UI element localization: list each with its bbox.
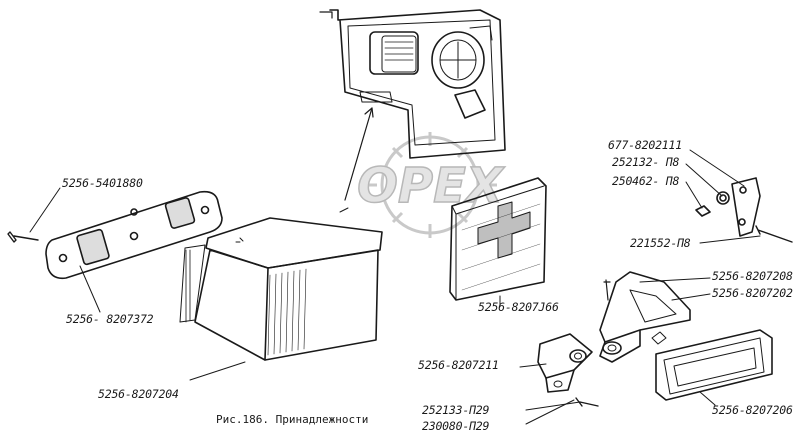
label-221552-p8: 221552-П8 (630, 236, 691, 250)
label-5256-5401880: 5256-5401880 (62, 176, 143, 190)
seal-frame-drawing (655, 329, 773, 401)
opex-watermark: OPEX (356, 132, 506, 238)
label-5256-8207204: 5256-8207204 (98, 387, 179, 401)
switch-plate-drawing (7, 190, 223, 280)
label-5256-8207372: 5256- 8207372 (66, 312, 154, 326)
label-677-8202111: 677-8202111 (608, 138, 682, 152)
watermark-text: OPEX (357, 158, 505, 214)
small-hinge-drawing (537, 333, 599, 407)
location-arrow (344, 107, 373, 201)
label-5256-8207208: 5256-8207208 (712, 269, 793, 283)
storage-box-drawing (179, 207, 383, 361)
label-250462-p8: 250462- П8 (612, 174, 680, 188)
label-5256-8207202: 5256-8207202 (712, 286, 793, 300)
label-5256-8207211: 5256-8207211 (418, 358, 499, 372)
figure-caption: Рис.186. Принадлежности (216, 413, 369, 426)
label-5256-8207j66: 5256-8207J66 (478, 300, 559, 314)
label-5256-8207206: 5256-8207206 (712, 403, 793, 417)
label-252132-p8: 252132- П8 (612, 155, 680, 169)
hinge-assembly-drawing (599, 271, 691, 363)
bracket-drawing (695, 177, 793, 243)
label-230080-p29: 230080-П29 (422, 419, 490, 433)
first-aid-kit-drawing (449, 177, 547, 301)
cab-panel-drawing (319, 9, 506, 159)
label-252133-p29: 252133-П29 (422, 403, 490, 417)
